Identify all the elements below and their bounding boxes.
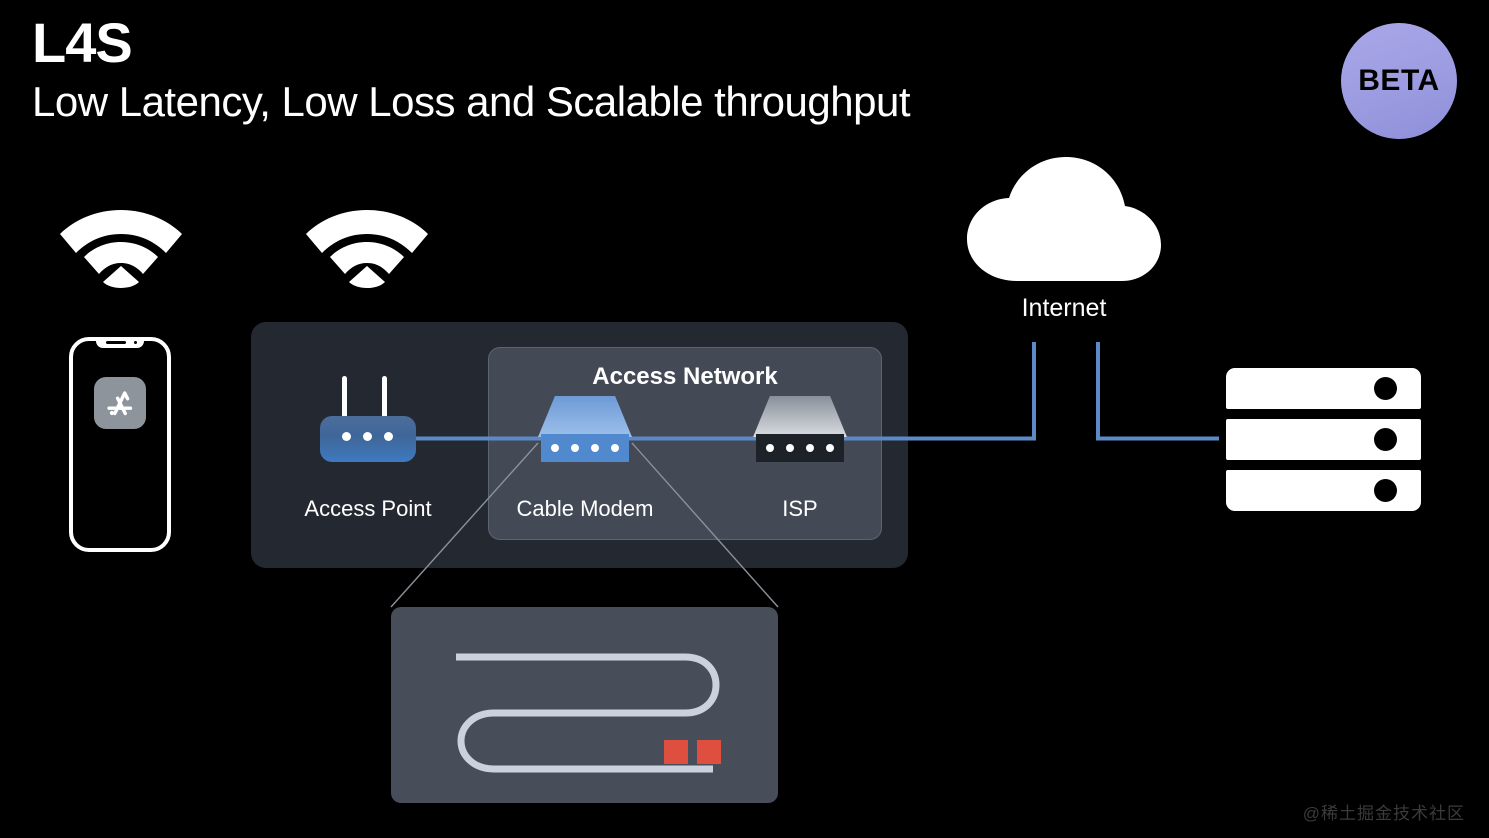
access-network-title: Access Network xyxy=(592,363,778,390)
status-led xyxy=(826,444,834,452)
access-point-antenna-right xyxy=(382,376,387,422)
isp-device-icon xyxy=(753,396,847,462)
status-led xyxy=(611,444,619,452)
access-point-antenna-left xyxy=(342,376,347,422)
packet-marker xyxy=(664,740,688,764)
server-led xyxy=(1374,428,1397,451)
wifi-signal-2-icon xyxy=(304,192,430,288)
isp-top xyxy=(753,396,847,437)
access-point-body xyxy=(320,416,416,462)
iphone-notch xyxy=(96,337,144,348)
isp-label: ISP xyxy=(782,496,818,521)
internet-cloud-icon xyxy=(965,155,1163,281)
status-led xyxy=(342,432,351,441)
status-led xyxy=(363,432,372,441)
app-store-icon xyxy=(94,377,146,429)
status-led xyxy=(384,432,393,441)
iphone-icon xyxy=(69,337,171,552)
server-unit xyxy=(1226,419,1421,460)
status-led xyxy=(551,444,559,452)
access-point-label: Access Point xyxy=(304,496,432,521)
wifi-signal-1-icon xyxy=(58,192,184,288)
server-led xyxy=(1374,479,1397,502)
server-led xyxy=(1374,377,1397,400)
server-unit xyxy=(1226,368,1421,409)
server-unit xyxy=(1226,470,1421,511)
page-title: L4S xyxy=(32,11,133,74)
beta-badge: BETA xyxy=(1341,23,1457,139)
status-led xyxy=(591,444,599,452)
cable-modem-device-icon xyxy=(538,396,632,462)
cable-modem-top xyxy=(538,396,632,437)
cable-modem-base xyxy=(541,434,629,462)
queue-buffer-detail-panel xyxy=(391,607,778,803)
queue-path-icon xyxy=(456,653,720,773)
isp-base xyxy=(756,434,844,462)
beta-badge-label: BETA xyxy=(1358,64,1440,97)
watermark: @稀土掘金技术社区 xyxy=(1302,804,1465,823)
server-rack-icon xyxy=(1226,368,1421,511)
access-point-device-icon xyxy=(320,376,416,462)
status-led xyxy=(806,444,814,452)
page-subtitle: Low Latency, Low Loss and Scalable throu… xyxy=(32,78,911,125)
status-led xyxy=(766,444,774,452)
status-led xyxy=(571,444,579,452)
status-led xyxy=(786,444,794,452)
internet-label: Internet xyxy=(1021,294,1107,322)
iphone-body xyxy=(69,337,171,552)
packet-marker xyxy=(697,740,721,764)
cable-modem-label: Cable Modem xyxy=(516,496,654,521)
